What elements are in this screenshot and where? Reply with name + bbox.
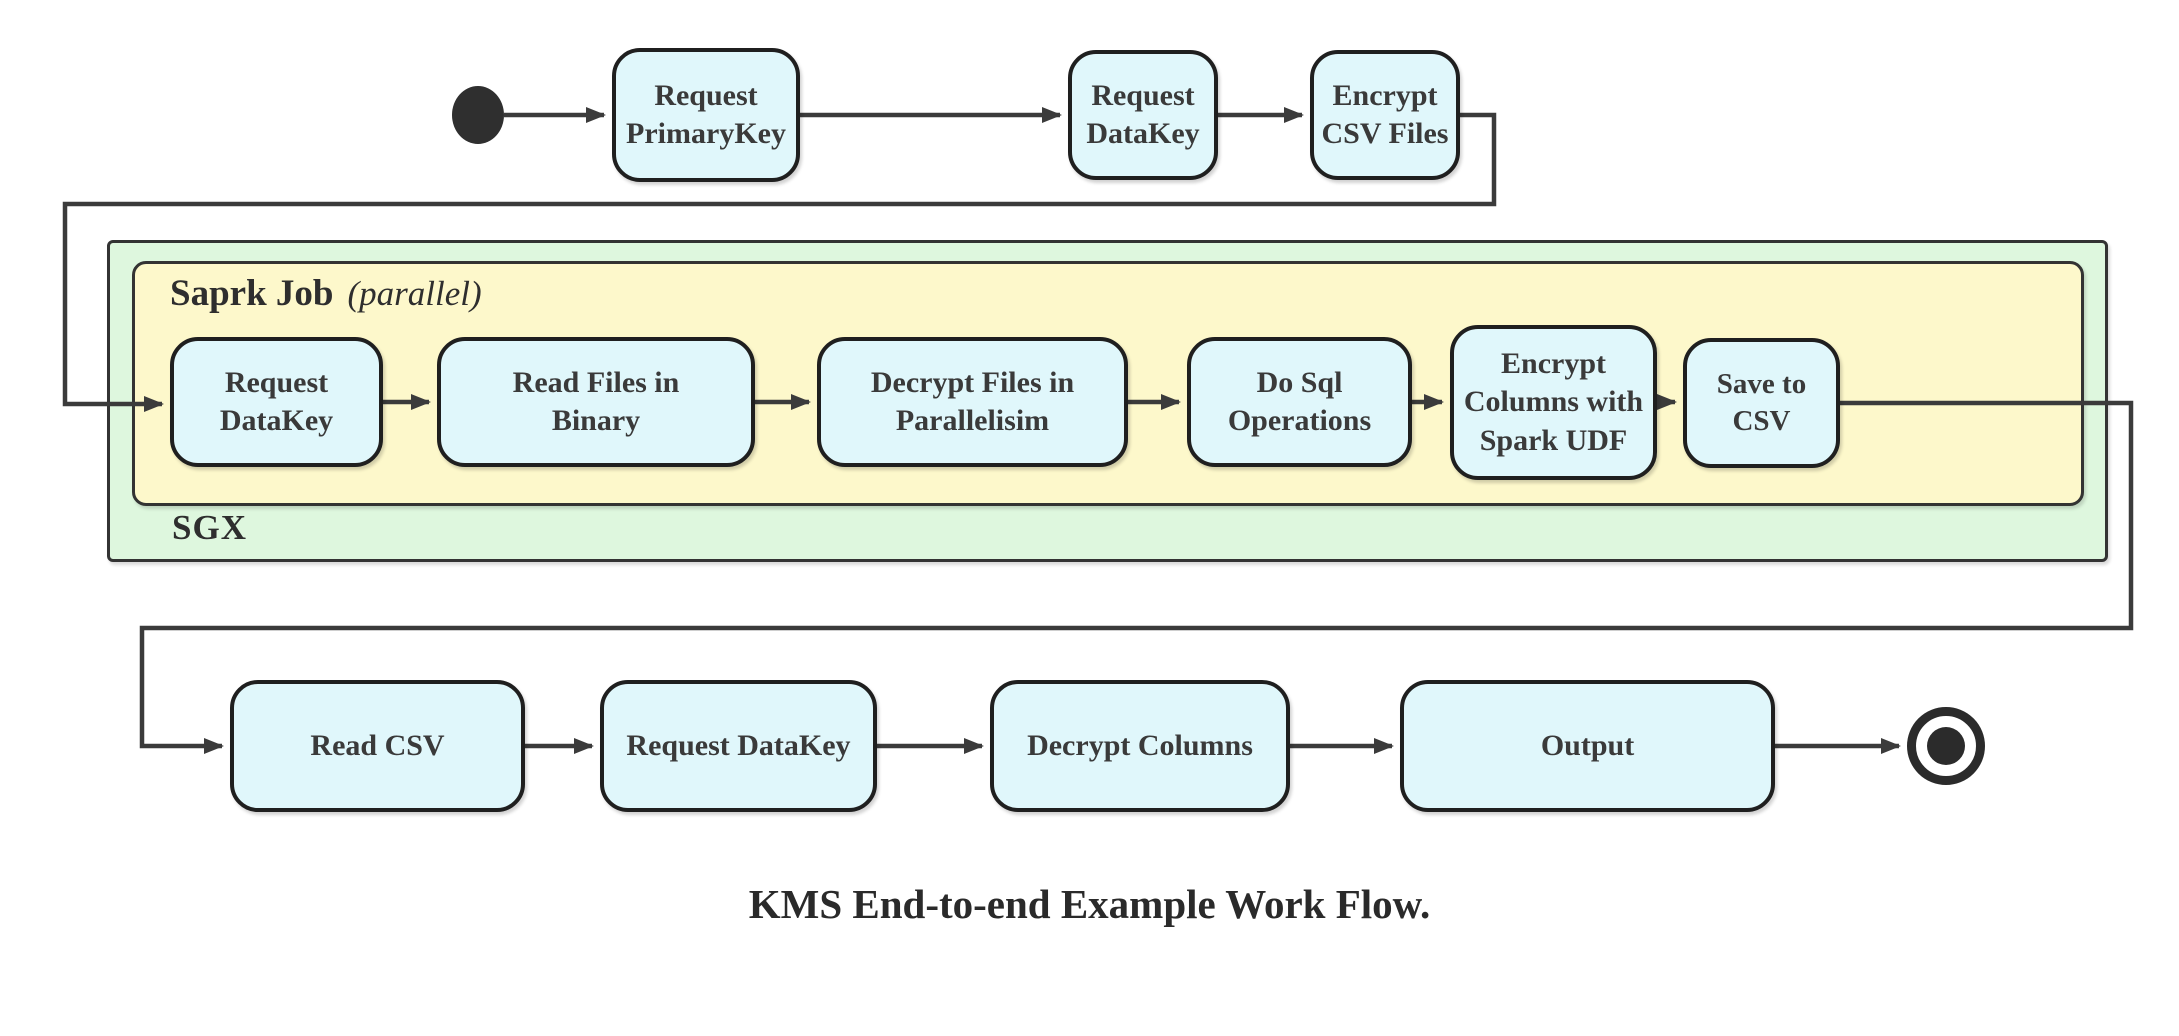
node-read-csv: Read CSV [230, 680, 525, 812]
final-state-icon [1907, 707, 1985, 785]
node-request-primarykey: Request PrimaryKey [612, 48, 800, 182]
sgx-label: SGX [172, 508, 247, 547]
node-spark-request-datakey: Request DataKey [170, 337, 383, 467]
node-read-files-in-binary: Read Files in Binary [437, 337, 755, 467]
diagram-caption: KMS End-to-end Example Work Flow. [748, 881, 1431, 927]
spark-job-title: Saprk Job [170, 273, 334, 314]
node-decrypt-columns: Decrypt Columns [990, 680, 1290, 812]
spark-job-label: Saprk Job (parallel) [170, 272, 482, 315]
node-save-to-csv: Save to CSV [1683, 338, 1840, 468]
node-request-datakey-top: Request DataKey [1068, 50, 1218, 180]
spark-job-qualifier: (parallel) [347, 274, 482, 313]
node-decrypt-files-in-parallelisim: Decrypt Files in Parallelisim [817, 337, 1128, 467]
node-encrypt-columns-with-spark-udf: Encrypt Columns with Spark UDF [1450, 325, 1657, 480]
final-state-dot [1927, 727, 1965, 765]
node-request-datakey-bottom: Request DataKey [600, 680, 877, 812]
node-output: Output [1400, 680, 1775, 812]
initial-state-icon [452, 86, 504, 144]
node-encrypt-csv-files: Encrypt CSV Files [1310, 50, 1460, 180]
node-do-sql-operations: Do Sql Operations [1187, 337, 1412, 467]
